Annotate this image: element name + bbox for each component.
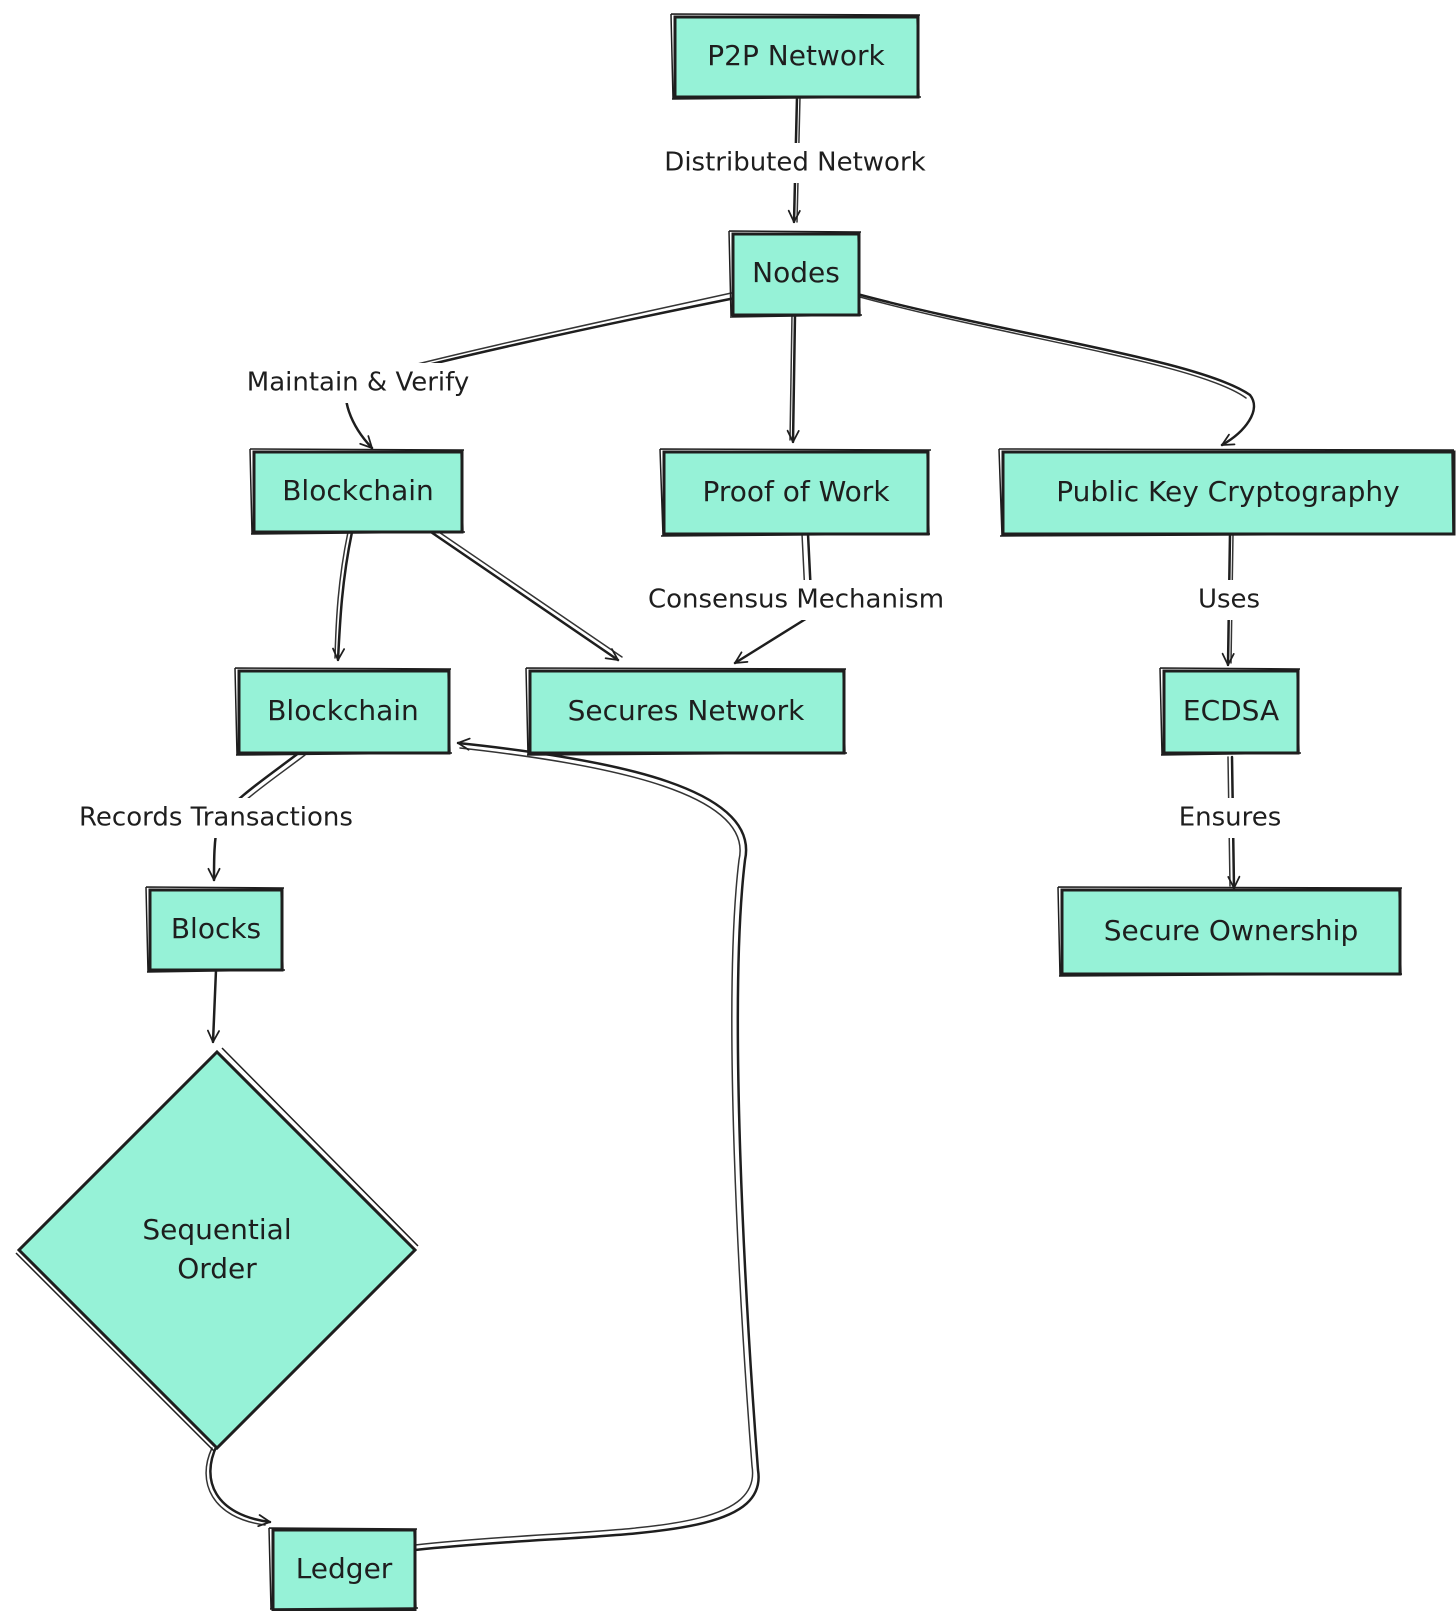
svg-text:Records Transactions: Records Transactions — [79, 803, 353, 833]
node-blockchain-1[interactable]: Blockchain — [249, 448, 466, 535]
svg-text:Consensus Mechanism: Consensus Mechanism — [648, 585, 944, 615]
edge-ledger-to-blockchain2 — [413, 737, 760, 1552]
svg-text:Blocks: Blocks — [171, 912, 261, 945]
node-p2p-network[interactable]: P2P Network — [670, 13, 922, 100]
edge-label-uses: Uses — [1184, 580, 1274, 620]
svg-text:ECDSA: ECDSA — [1183, 694, 1279, 727]
svg-text:Distributed Network: Distributed Network — [664, 148, 925, 178]
edge-nodes-to-pow — [786, 313, 800, 444]
svg-text:Maintain & Verify: Maintain & Verify — [247, 368, 469, 398]
edge-blockchain-to-secures — [426, 527, 623, 662]
svg-text:Ensures: Ensures — [1179, 803, 1282, 833]
node-blocks[interactable]: Blocks — [145, 886, 286, 973]
svg-text:Uses: Uses — [1198, 585, 1260, 615]
edge-label-ensures: Ensures — [1164, 798, 1296, 838]
node-secures-network[interactable]: Secures Network — [525, 667, 848, 756]
node-ecdsa[interactable]: ECDSA — [1159, 667, 1302, 756]
svg-text:Secures Network: Secures Network — [568, 694, 805, 727]
edge-nodes-to-pkc — [855, 292, 1256, 447]
node-secure-ownership[interactable]: Secure Ownership — [1057, 886, 1403, 977]
node-public-key-cryptography[interactable]: Public Key Cryptography — [998, 448, 1456, 537]
svg-text:Public Key Cryptography: Public Key Cryptography — [1056, 475, 1399, 508]
node-ledger[interactable]: Ledger — [268, 1527, 419, 1611]
svg-text:Sequential: Sequential — [142, 1213, 291, 1246]
svg-text:Nodes: Nodes — [752, 256, 840, 289]
edge-blockchain-to-blockchain2 — [332, 530, 354, 662]
node-blockchain-2[interactable]: Blockchain — [234, 667, 453, 756]
svg-text:Proof of Work: Proof of Work — [702, 475, 890, 508]
svg-text:Secure Ownership: Secure Ownership — [1104, 914, 1358, 947]
svg-text:Ledger: Ledger — [296, 1552, 393, 1585]
edge-blocks-to-sequential — [206, 968, 220, 1044]
svg-text:Blockchain: Blockchain — [267, 694, 419, 727]
edge-label-maintain-verify: Maintain & Verify — [228, 363, 488, 403]
edge-label-distributed-network: Distributed Network — [640, 143, 950, 183]
svg-text:P2P Network: P2P Network — [707, 39, 885, 72]
edge-sequential-to-ledger — [205, 1443, 272, 1528]
edge-label-records-transactions: Records Transactions — [50, 798, 382, 838]
edge-label-consensus-mechanism: Consensus Mechanism — [635, 580, 957, 620]
svg-text:Blockchain: Blockchain — [282, 474, 434, 507]
node-nodes[interactable]: Nodes — [728, 230, 863, 318]
svg-text:Order: Order — [177, 1252, 257, 1285]
node-sequential-order[interactable]: Sequential Order — [15, 1047, 419, 1452]
node-proof-of-work[interactable]: Proof of Work — [659, 448, 932, 537]
